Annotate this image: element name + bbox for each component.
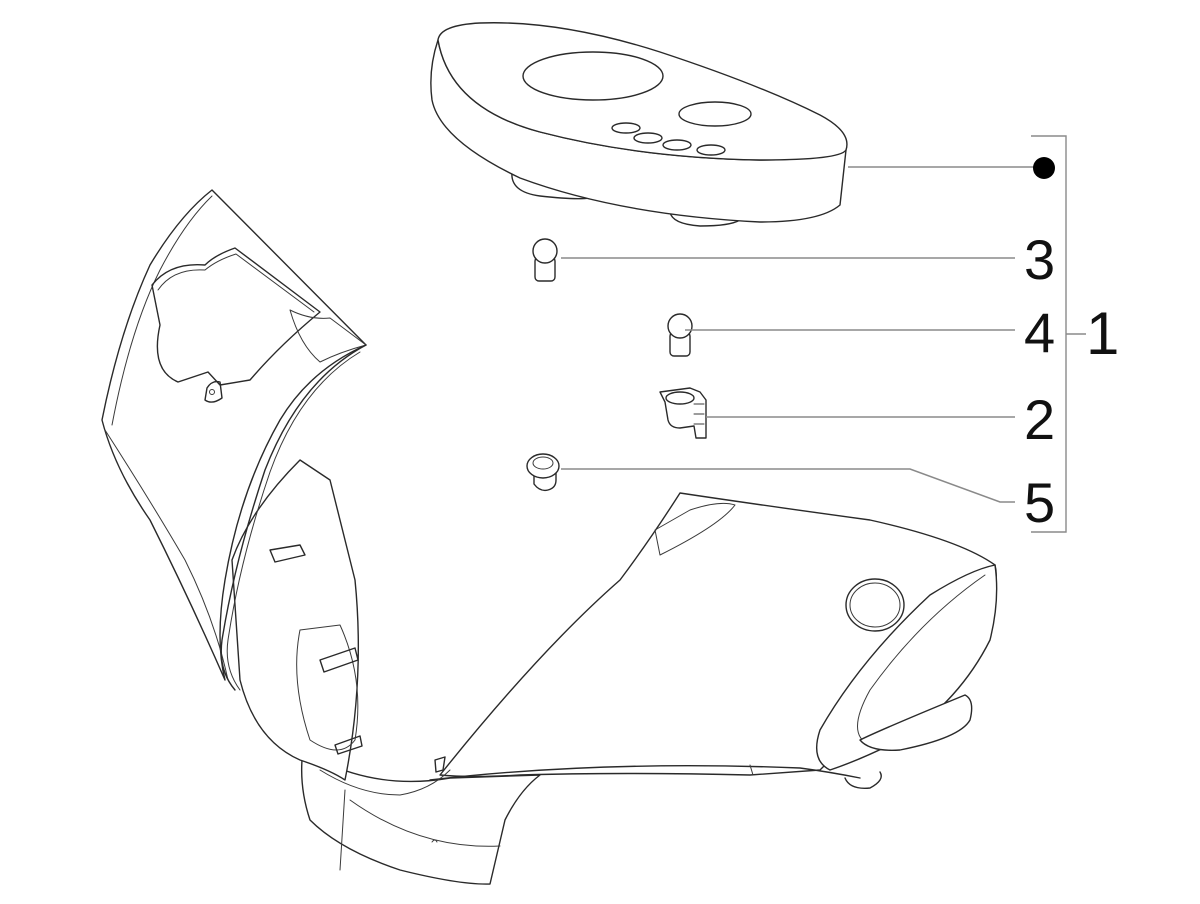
bulb-socket bbox=[659, 387, 707, 439]
bulb-upper bbox=[532, 238, 558, 282]
callout-2: 2 bbox=[1024, 388, 1056, 451]
callout-5: 5 bbox=[1024, 471, 1056, 534]
instrument-panel-cover bbox=[430, 22, 848, 227]
callout-dot-marker bbox=[1033, 157, 1055, 179]
grommet bbox=[526, 453, 560, 492]
callout-1: 1 bbox=[1086, 300, 1120, 367]
handlebar-front-cover bbox=[101, 189, 998, 885]
callout-4: 4 bbox=[1024, 301, 1056, 364]
leader-5 bbox=[561, 468, 1015, 503]
leader-lines bbox=[561, 135, 1086, 533]
bulb-lower bbox=[667, 313, 693, 357]
callout-3: 3 bbox=[1024, 228, 1056, 291]
